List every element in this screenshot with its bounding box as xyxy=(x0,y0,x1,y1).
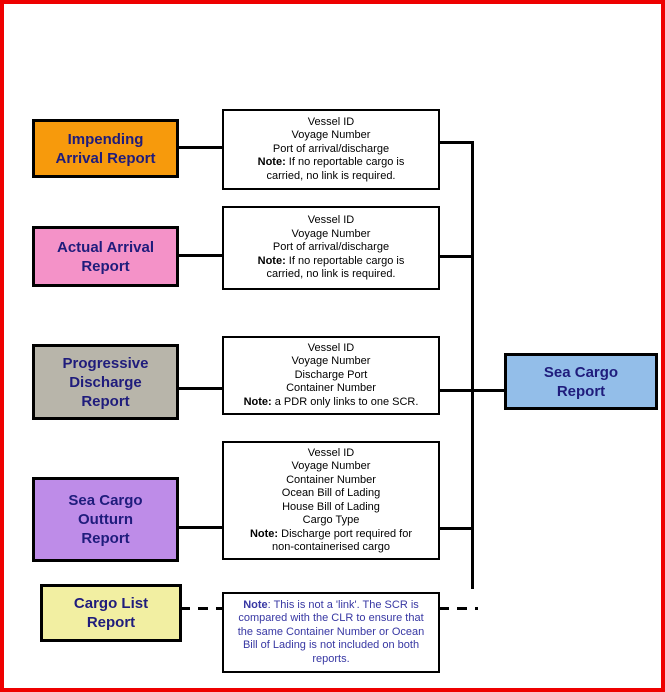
connector-outturn-right xyxy=(438,527,474,530)
connector-progressive-left xyxy=(177,387,224,390)
connector-cargo-list-dashed-left xyxy=(180,607,222,610)
connector-impending-right xyxy=(438,141,474,144)
connector-outturn-left xyxy=(177,526,224,529)
connector-vertical-bus xyxy=(471,141,474,589)
connector-cargo-list-dashed-right xyxy=(439,607,478,610)
connector-actual-left xyxy=(177,254,224,257)
connector-impending-left xyxy=(177,146,224,149)
connector-actual-right xyxy=(438,255,474,258)
